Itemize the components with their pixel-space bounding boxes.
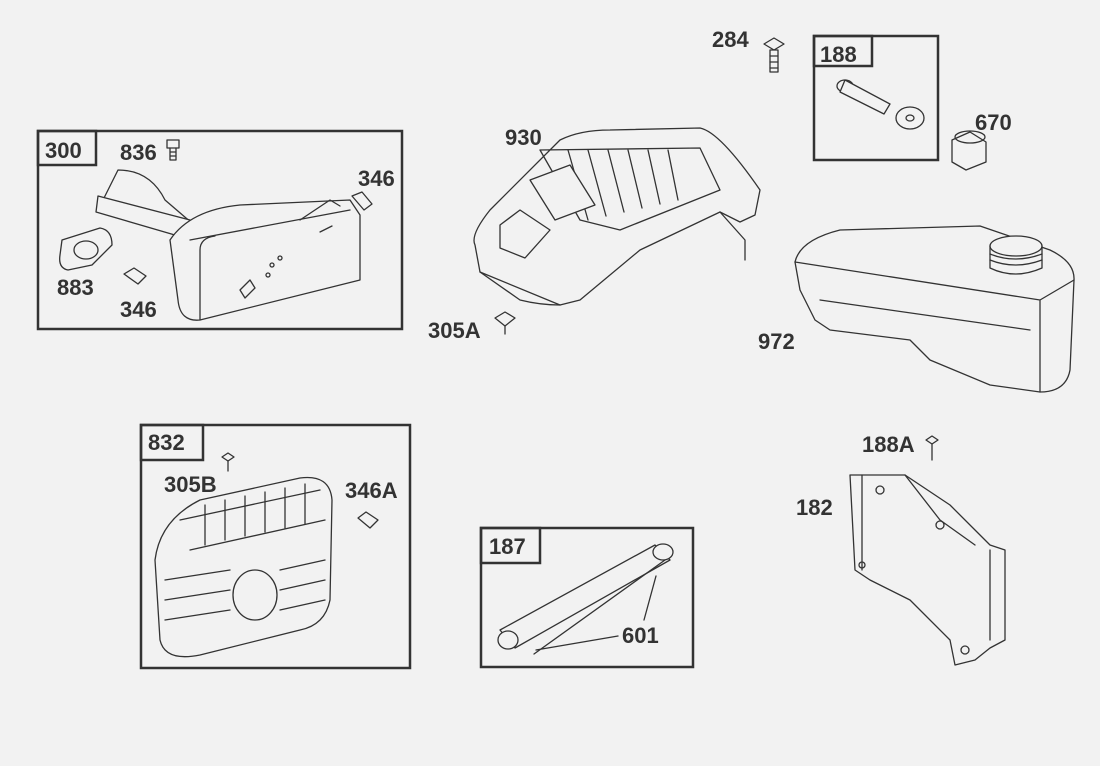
screw-icon-284: [763, 37, 785, 73]
callout-601: 601: [622, 623, 659, 648]
group-188-label: 188: [820, 42, 857, 67]
spacer-part-670: [951, 130, 987, 171]
callout-346: 346: [358, 166, 395, 191]
screw-icon-346-right: [351, 191, 373, 211]
callout-346: 346: [120, 297, 157, 322]
callout-188A: 188A: [862, 432, 915, 457]
muffler-part: [95, 169, 361, 321]
screw-icon-305B: [221, 452, 235, 472]
group-832-frame: [139, 423, 412, 670]
callout-182: 182: [796, 495, 833, 520]
group-832: 832 305B 346A: [139, 423, 412, 670]
group-300-label: 300: [45, 138, 82, 163]
screw-icon-305A: [494, 311, 516, 335]
group-188-frame: [812, 34, 940, 162]
group-832-label-box: [139, 423, 205, 462]
callout-305B: 305B: [164, 472, 217, 497]
callout-305A: 305A: [428, 318, 481, 343]
callout-670: 670: [975, 110, 1012, 135]
blower-housing-part: [473, 127, 761, 306]
screw-icon-836: [166, 139, 180, 161]
group-187-label-box: [479, 526, 542, 565]
group-187-frame: [479, 526, 695, 669]
callout-930: 930: [505, 125, 542, 150]
screw-icon-346A: [357, 511, 379, 529]
group-300: 300 836 346 883 346: [36, 129, 404, 331]
bolt-part: [836, 79, 925, 130]
callout-346A: 346A: [345, 478, 398, 503]
bracket-part: [849, 474, 1006, 666]
callout-836: 836: [120, 140, 157, 165]
group-832-label: 832: [148, 430, 185, 455]
group-188-label-box: [812, 34, 874, 68]
screw-icon-188A: [925, 435, 939, 461]
screw-icon-346-left: [123, 267, 147, 285]
group-188: 188: [812, 34, 940, 162]
fuel-tank-part: [794, 225, 1075, 393]
group-187: 187 601: [479, 526, 695, 669]
muffler-guard-part: [154, 476, 333, 658]
gasket-part: [59, 227, 113, 271]
group-187-label: 187: [489, 534, 526, 559]
group-300-frame: [36, 129, 404, 331]
group-300-label-box: [36, 129, 98, 167]
callout-972: 972: [758, 329, 795, 354]
fuel-line-part: [497, 543, 674, 655]
callout-284: 284: [712, 27, 749, 52]
callout-883: 883: [57, 275, 94, 300]
